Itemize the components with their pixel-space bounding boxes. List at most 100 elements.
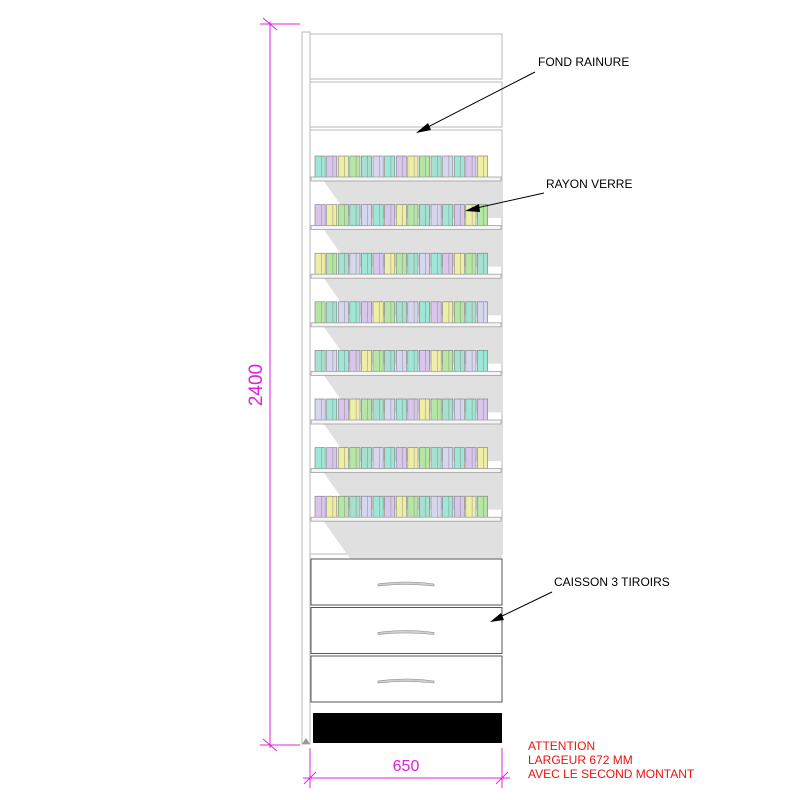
product-box (430, 447, 442, 470)
glass-shelf (310, 273, 502, 279)
product-box (314, 447, 326, 470)
drawer-unit (310, 558, 503, 703)
drawer-handle (377, 581, 435, 587)
product-box (372, 301, 384, 325)
product-box (419, 301, 430, 325)
product-box (477, 350, 488, 373)
product-box (442, 447, 454, 470)
leader-fond-rainure (423, 71, 536, 130)
product-box (395, 398, 407, 422)
product-box (372, 447, 384, 470)
product-box (349, 350, 361, 373)
label-rayon-verre: RAYON VERRE (546, 177, 632, 191)
product-box (384, 301, 396, 325)
plinth (313, 713, 502, 743)
glass-shelf (310, 322, 502, 328)
product-box (442, 495, 454, 519)
leader-caisson (495, 591, 553, 620)
product-box (326, 350, 338, 373)
product-box (395, 252, 407, 276)
product-box (477, 155, 488, 179)
product-box (430, 252, 442, 276)
product-box (361, 495, 372, 519)
glass-shelf (310, 468, 502, 474)
product-box (326, 398, 338, 422)
product-box (430, 204, 442, 227)
product-box (384, 155, 396, 179)
top-panel-1 (309, 33, 503, 80)
product-box (419, 350, 430, 373)
product-box (465, 350, 477, 373)
product-box (337, 398, 349, 422)
product-box (361, 155, 372, 179)
product-box (453, 495, 465, 519)
product-box (314, 204, 326, 227)
product-box (326, 252, 338, 276)
product-box (407, 350, 419, 373)
width-dimension-value: 650 (393, 758, 420, 775)
product-box (453, 155, 465, 179)
product-box (361, 398, 372, 422)
product-box (419, 155, 430, 179)
product-box (349, 398, 361, 422)
product-box (407, 398, 419, 422)
product-box (314, 252, 326, 276)
product-box (430, 155, 442, 179)
product-box (384, 204, 396, 227)
product-box (395, 301, 407, 325)
product-box (314, 398, 326, 422)
drawer-handle (377, 630, 435, 635)
product-box (337, 204, 349, 227)
label-fond-rainure: FOND RAINURE (538, 55, 629, 69)
product-box (372, 350, 384, 373)
product-box (419, 398, 430, 422)
product-box (453, 398, 465, 422)
product-box (407, 155, 419, 179)
product-box (372, 398, 384, 422)
product-box (477, 447, 488, 470)
product-box (349, 301, 361, 325)
product-box (361, 301, 372, 325)
arrowhead-fond-rainure (416, 123, 431, 133)
product-box (419, 252, 430, 276)
product-box (395, 204, 407, 227)
warning-line-1: ATTENTION (528, 739, 595, 753)
product-box (361, 350, 372, 373)
arrowhead-rayon-verre (465, 204, 480, 212)
warning-line-3: AVEC LE SECOND MONTANT (528, 767, 695, 781)
product-box (337, 350, 349, 373)
product-box (326, 447, 338, 470)
product-box (477, 398, 488, 422)
arrowhead-caisson (490, 613, 504, 622)
product-box (465, 252, 477, 276)
product-box (314, 155, 326, 179)
product-box (453, 447, 465, 470)
product-box (430, 398, 442, 422)
shelf-shadow (323, 520, 502, 559)
product-box (430, 350, 442, 373)
product-box (419, 495, 430, 519)
product-box (442, 301, 454, 325)
product-box (337, 495, 349, 519)
product-box (361, 204, 372, 227)
product-box (372, 204, 384, 227)
product-box (372, 252, 384, 276)
product-box (337, 155, 349, 179)
product-box (465, 398, 477, 422)
product-box (384, 398, 396, 422)
glass-shelves-group (310, 155, 502, 559)
glass-shelf (310, 516, 502, 522)
warning-line-2: LARGEUR 672 MM (528, 753, 633, 767)
product-box (465, 155, 477, 179)
product-box (326, 495, 338, 519)
product-box (407, 252, 419, 276)
product-box (442, 350, 454, 373)
product-box (395, 155, 407, 179)
product-box (361, 447, 372, 470)
product-box (314, 301, 326, 325)
product-box (465, 301, 477, 325)
leader-rayon-verre (471, 192, 545, 210)
product-box (430, 301, 442, 325)
product-box (372, 155, 384, 179)
